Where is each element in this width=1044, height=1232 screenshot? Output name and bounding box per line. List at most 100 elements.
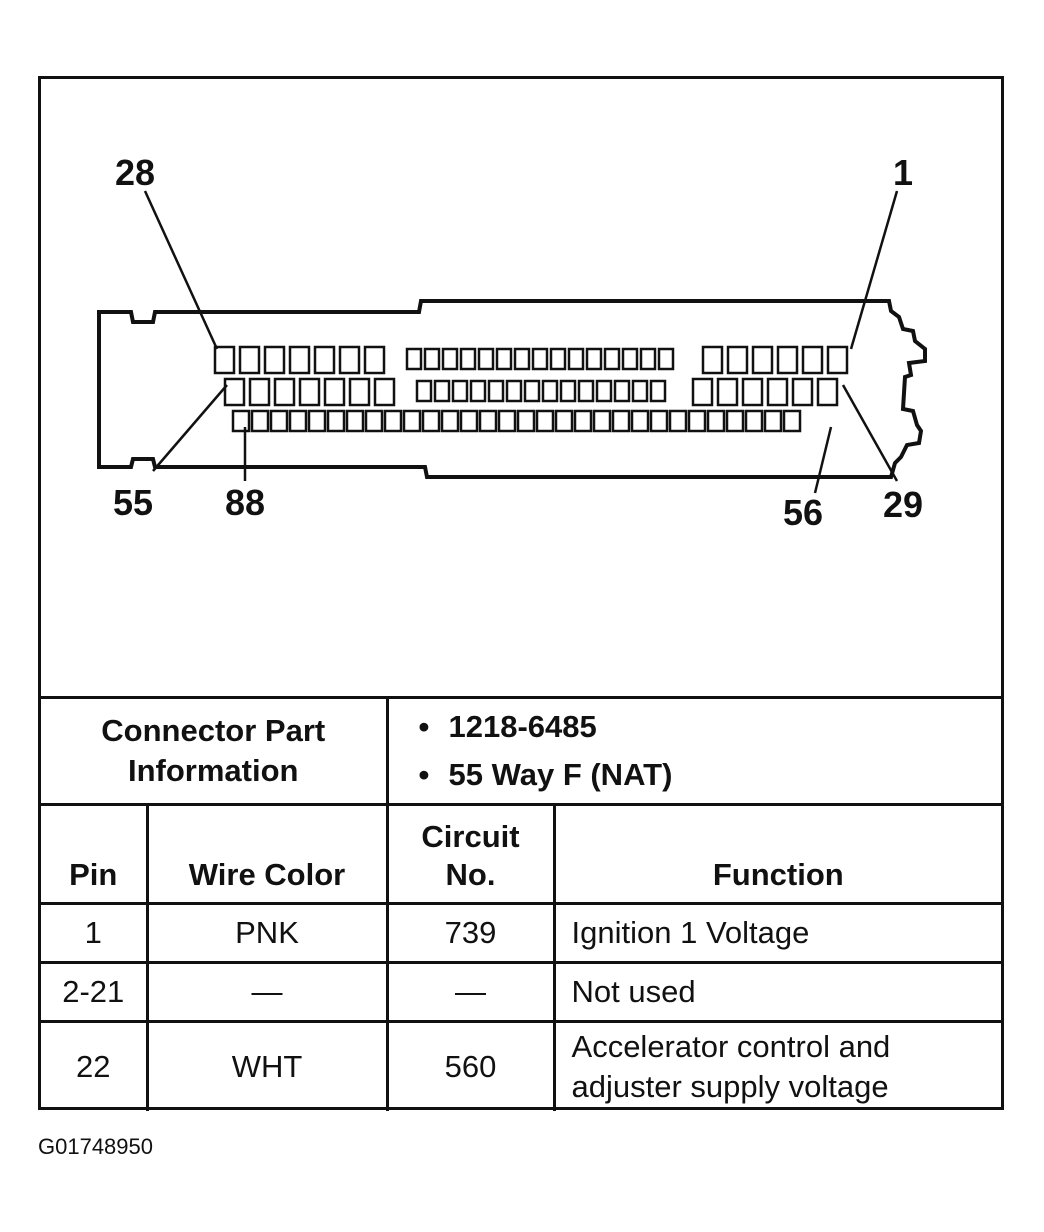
pin-cavity xyxy=(423,347,441,371)
pin-cavity xyxy=(441,347,459,371)
pin-cavity xyxy=(726,345,749,375)
part-number: 1218-6485 xyxy=(419,703,1002,751)
cell-circuit: 739 xyxy=(385,902,556,964)
pin-cavity xyxy=(573,409,593,433)
pin-cavity xyxy=(505,379,523,403)
pin-label-88: 88 xyxy=(225,482,265,523)
pin-cavity xyxy=(497,409,517,433)
pin-cavity xyxy=(592,409,612,433)
pin-cavity xyxy=(231,409,251,433)
pin-cavity xyxy=(513,347,531,371)
pin-cavity xyxy=(383,409,403,433)
pin-cavity xyxy=(250,409,270,433)
leader-line-28 xyxy=(143,190,219,350)
cell-function-line1: Accelerator control and xyxy=(571,1029,891,1064)
connector-diagram: 28 1 55 88 56 29 xyxy=(41,79,1001,699)
pin-cavity xyxy=(263,345,286,375)
cell-function: Ignition 1 Voltage xyxy=(552,902,1002,964)
header-wire-color: Wire Color xyxy=(145,803,389,905)
pin-cavity xyxy=(535,409,555,433)
pin-cavity xyxy=(288,409,308,433)
pin-cavity xyxy=(816,377,839,407)
pin-cavity xyxy=(421,409,441,433)
pin-cavity xyxy=(313,345,336,375)
connector-table: Connector Part Information 1218-6485 55 … xyxy=(41,696,1002,1111)
table-row: 2-21 — — Not used xyxy=(41,961,1002,1023)
cell-circuit: 560 xyxy=(385,1020,556,1111)
pin-cavity xyxy=(751,345,774,375)
cell-function-line2: adjuster supply voltage xyxy=(571,1069,889,1104)
pin-cavity xyxy=(706,409,726,433)
leader-line-1 xyxy=(849,190,899,350)
connector-outline xyxy=(97,299,927,479)
pin-cavity xyxy=(541,379,559,403)
pin-cavity xyxy=(621,347,639,371)
pin-cavity xyxy=(639,347,657,371)
figure-id: G01748950 xyxy=(38,1134,153,1159)
connector-drawing: 28 1 55 88 56 29 xyxy=(97,152,927,533)
pin-cavity xyxy=(238,345,261,375)
pin-cavity xyxy=(611,409,631,433)
pin-cavity xyxy=(554,409,574,433)
pin-cavity xyxy=(585,347,603,371)
pin-grid xyxy=(213,345,849,433)
pin-cavity xyxy=(459,409,479,433)
pin-cavity xyxy=(469,379,487,403)
pin-cavity xyxy=(630,409,650,433)
pin-cavity xyxy=(459,347,477,371)
pin-cavity xyxy=(595,379,613,403)
pin-cavity xyxy=(477,347,495,371)
pin-cavity xyxy=(801,345,824,375)
pin-cavity xyxy=(307,409,327,433)
pin-cavity xyxy=(531,347,549,371)
pin-cavity xyxy=(433,379,451,403)
pin-cavity xyxy=(649,379,667,403)
pin-cavity xyxy=(326,409,346,433)
pin-cavity xyxy=(323,377,346,407)
pin-cavity xyxy=(248,377,271,407)
cell-pin: 22 xyxy=(41,1020,149,1111)
header-circuit-no: Circuit No. xyxy=(385,803,556,905)
table-row: 22 WHT 560 Accelerator control and adjus… xyxy=(41,1020,1002,1111)
pin-cavity xyxy=(269,409,289,433)
pin-cavity xyxy=(668,409,688,433)
pin-cavity xyxy=(766,377,789,407)
pin-cavity xyxy=(345,409,365,433)
pin-cavity xyxy=(363,345,386,375)
cell-circuit: — xyxy=(385,961,556,1023)
pin-cavity xyxy=(364,409,384,433)
diagram-frame: 28 1 55 88 56 29 Connector Part Informat… xyxy=(38,76,1004,1111)
pin-cavity xyxy=(763,409,783,433)
header-function: Function xyxy=(552,803,1002,905)
cell-wire-color: — xyxy=(145,961,389,1023)
pin-label-56: 56 xyxy=(783,492,823,533)
pin-cavity xyxy=(523,379,541,403)
pin-cavity xyxy=(744,409,764,433)
pin-cavity xyxy=(273,377,296,407)
pin-cavity xyxy=(577,379,595,403)
pin-cavity xyxy=(288,345,311,375)
pin-label-28: 28 xyxy=(115,152,155,193)
pin-cavity xyxy=(487,379,505,403)
pin-label-55: 55 xyxy=(113,482,153,523)
leader-line-29 xyxy=(841,384,899,482)
pin-cavity xyxy=(826,345,849,375)
table-row: 1 PNK 739 Ignition 1 Voltage xyxy=(41,902,1002,964)
connector-part-info-row: Connector Part Information 1218-6485 55 … xyxy=(41,696,1002,806)
leader-line-55 xyxy=(152,384,228,472)
pin-cavity xyxy=(373,377,396,407)
pin-cavity xyxy=(478,409,498,433)
pin-cavity xyxy=(495,347,513,371)
pin-cavity xyxy=(440,409,460,433)
pin-cavity xyxy=(338,345,361,375)
pin-cavity xyxy=(701,345,724,375)
connector-part-info-line2: Information xyxy=(128,753,299,788)
cell-pin: 1 xyxy=(41,902,149,964)
header-pin: Pin xyxy=(41,803,149,905)
table-header-row: Pin Wire Color Circuit No. Function xyxy=(41,803,1002,905)
pin-cavity xyxy=(776,345,799,375)
pin-cavity xyxy=(691,377,714,407)
pin-cavity xyxy=(348,377,371,407)
pin-cavity xyxy=(613,379,631,403)
connector-part-info-list: 1218-6485 55 Way F (NAT) xyxy=(389,703,1002,799)
